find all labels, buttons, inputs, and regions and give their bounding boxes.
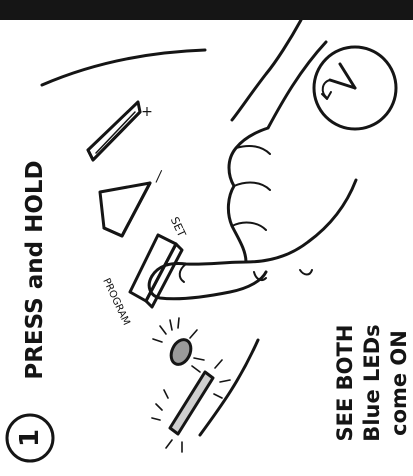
result-line-3: come ON (387, 330, 411, 436)
step-number: 1 (15, 429, 45, 447)
plus-button-icon (88, 102, 140, 160)
set-label: SET (168, 215, 189, 239)
result-line-1: SEE BOTH (333, 325, 357, 442)
result-line-2: Blue LEDs (360, 324, 384, 441)
led-round-icon (153, 318, 204, 372)
minus-button-icon (100, 183, 150, 236)
step-instruction: PRESS and HOLD (22, 160, 48, 379)
plus-label: + (141, 104, 153, 120)
panel-edge-top (42, 50, 205, 85)
clock-icon (314, 47, 396, 129)
led-bar-icon (152, 360, 230, 452)
program-label: PROGRAM (100, 277, 131, 328)
